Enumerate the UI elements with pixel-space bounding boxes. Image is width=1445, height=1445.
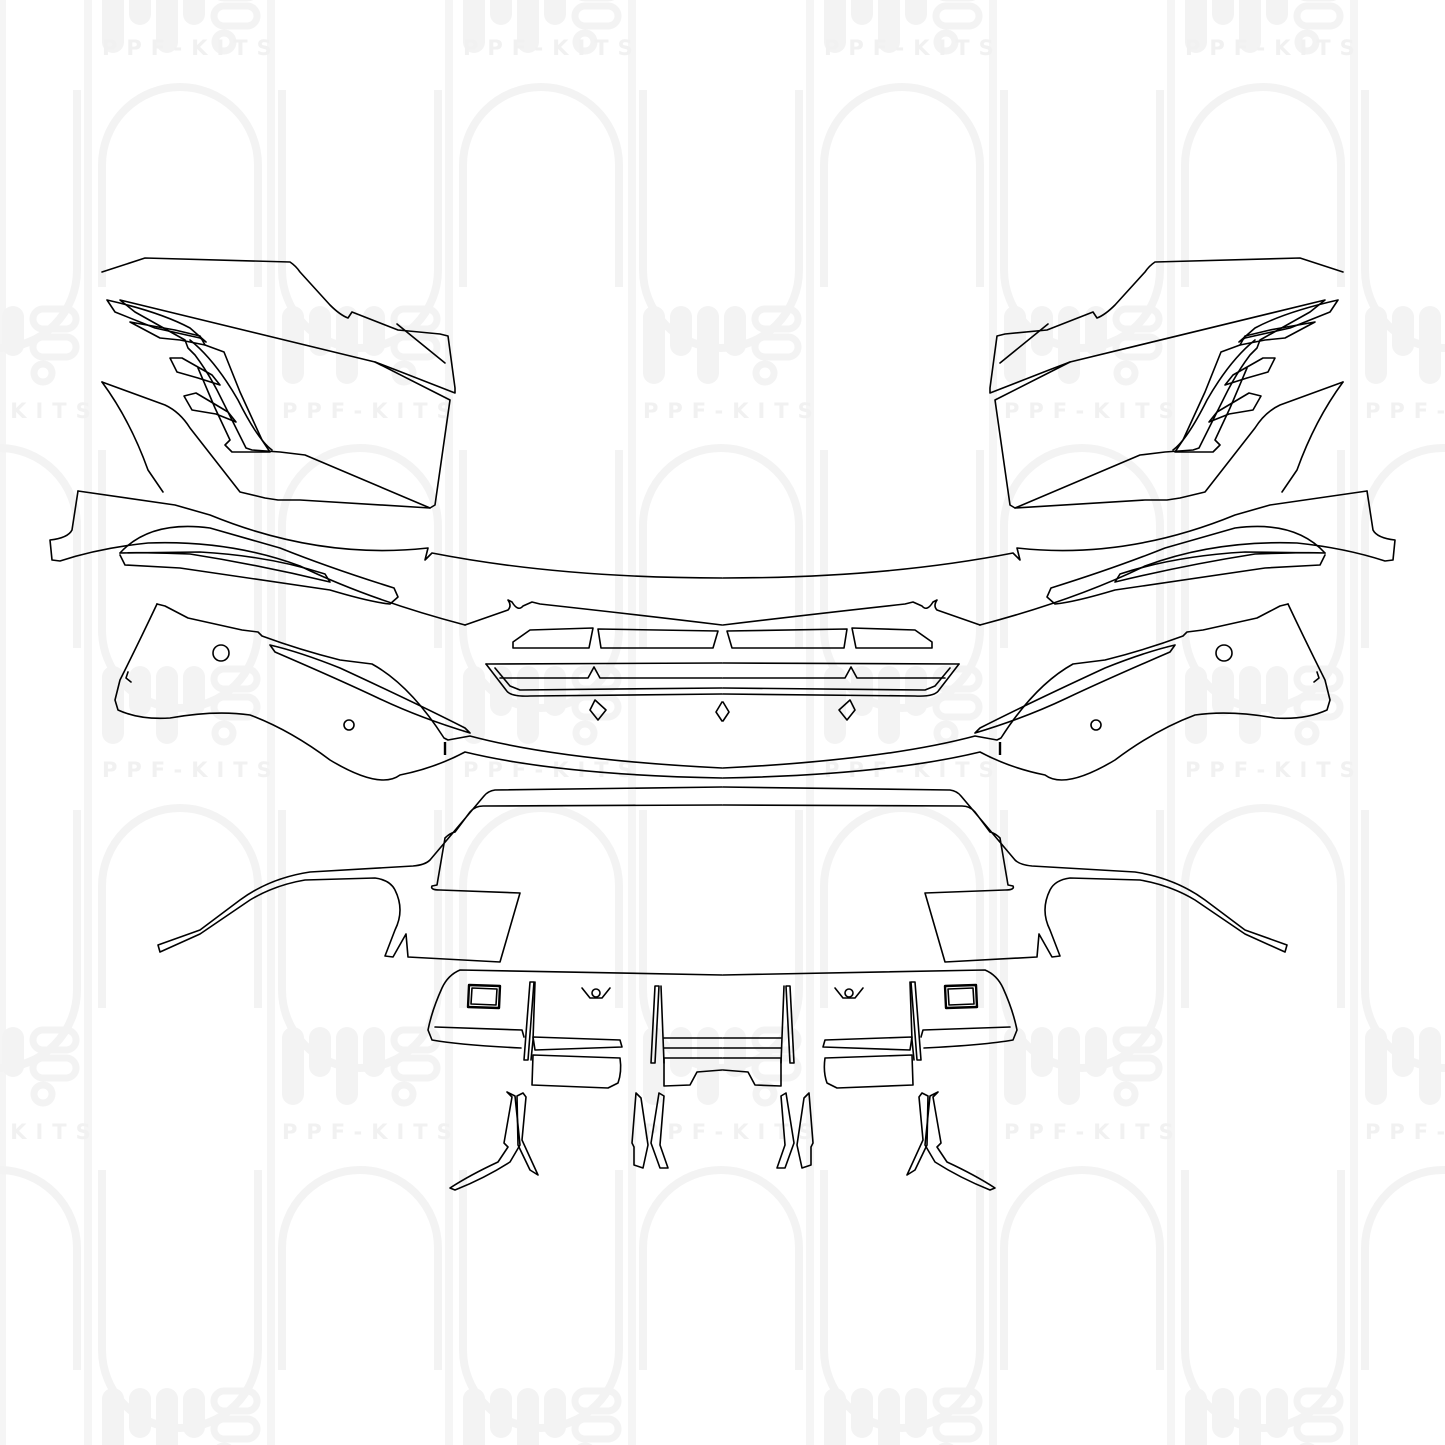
svg-text:PPF-KITS: PPF-KITS [0, 1120, 100, 1144]
svg-text:PPF-KITS: PPF-KITS [1004, 399, 1183, 423]
watermark-column-lines [0, 0, 1358, 1445]
svg-text:PPF-KITS: PPF-KITS [1185, 758, 1364, 782]
svg-text:PPF-KITS: PPF-KITS [102, 36, 281, 60]
watermark-text: PPF-KITS PPF-KITS PPF-KITS PPF-KITS PPF-… [0, 36, 1445, 1144]
svg-text:PPF-KITS: PPF-KITS [643, 1120, 822, 1144]
svg-text:PPF-KITS: PPF-KITS [824, 758, 1003, 782]
svg-text:PPF-KITS: PPF-KITS [282, 1120, 461, 1144]
svg-text:PPF-KITS: PPF-KITS [282, 399, 461, 423]
svg-text:PPF-KITS: PPF-KITS [463, 758, 642, 782]
svg-text:PPF-KITS: PPF-KITS [824, 36, 1003, 60]
svg-text:PPF-KITS: PPF-KITS [1365, 399, 1445, 423]
svg-text:PPF-KITS: PPF-KITS [1185, 36, 1364, 60]
svg-text:PPF-KITS: PPF-KITS [463, 36, 642, 60]
svg-text:PPF-KITS: PPF-KITS [102, 758, 281, 782]
svg-text:PPF-KITS: PPF-KITS [0, 399, 100, 423]
svg-text:PPF-KITS: PPF-KITS [643, 399, 822, 423]
svg-text:PPF-KITS: PPF-KITS [1365, 1120, 1445, 1144]
left-half [48, 256, 724, 1192]
svg-text:PPF-KITS: PPF-KITS [1004, 1120, 1183, 1144]
